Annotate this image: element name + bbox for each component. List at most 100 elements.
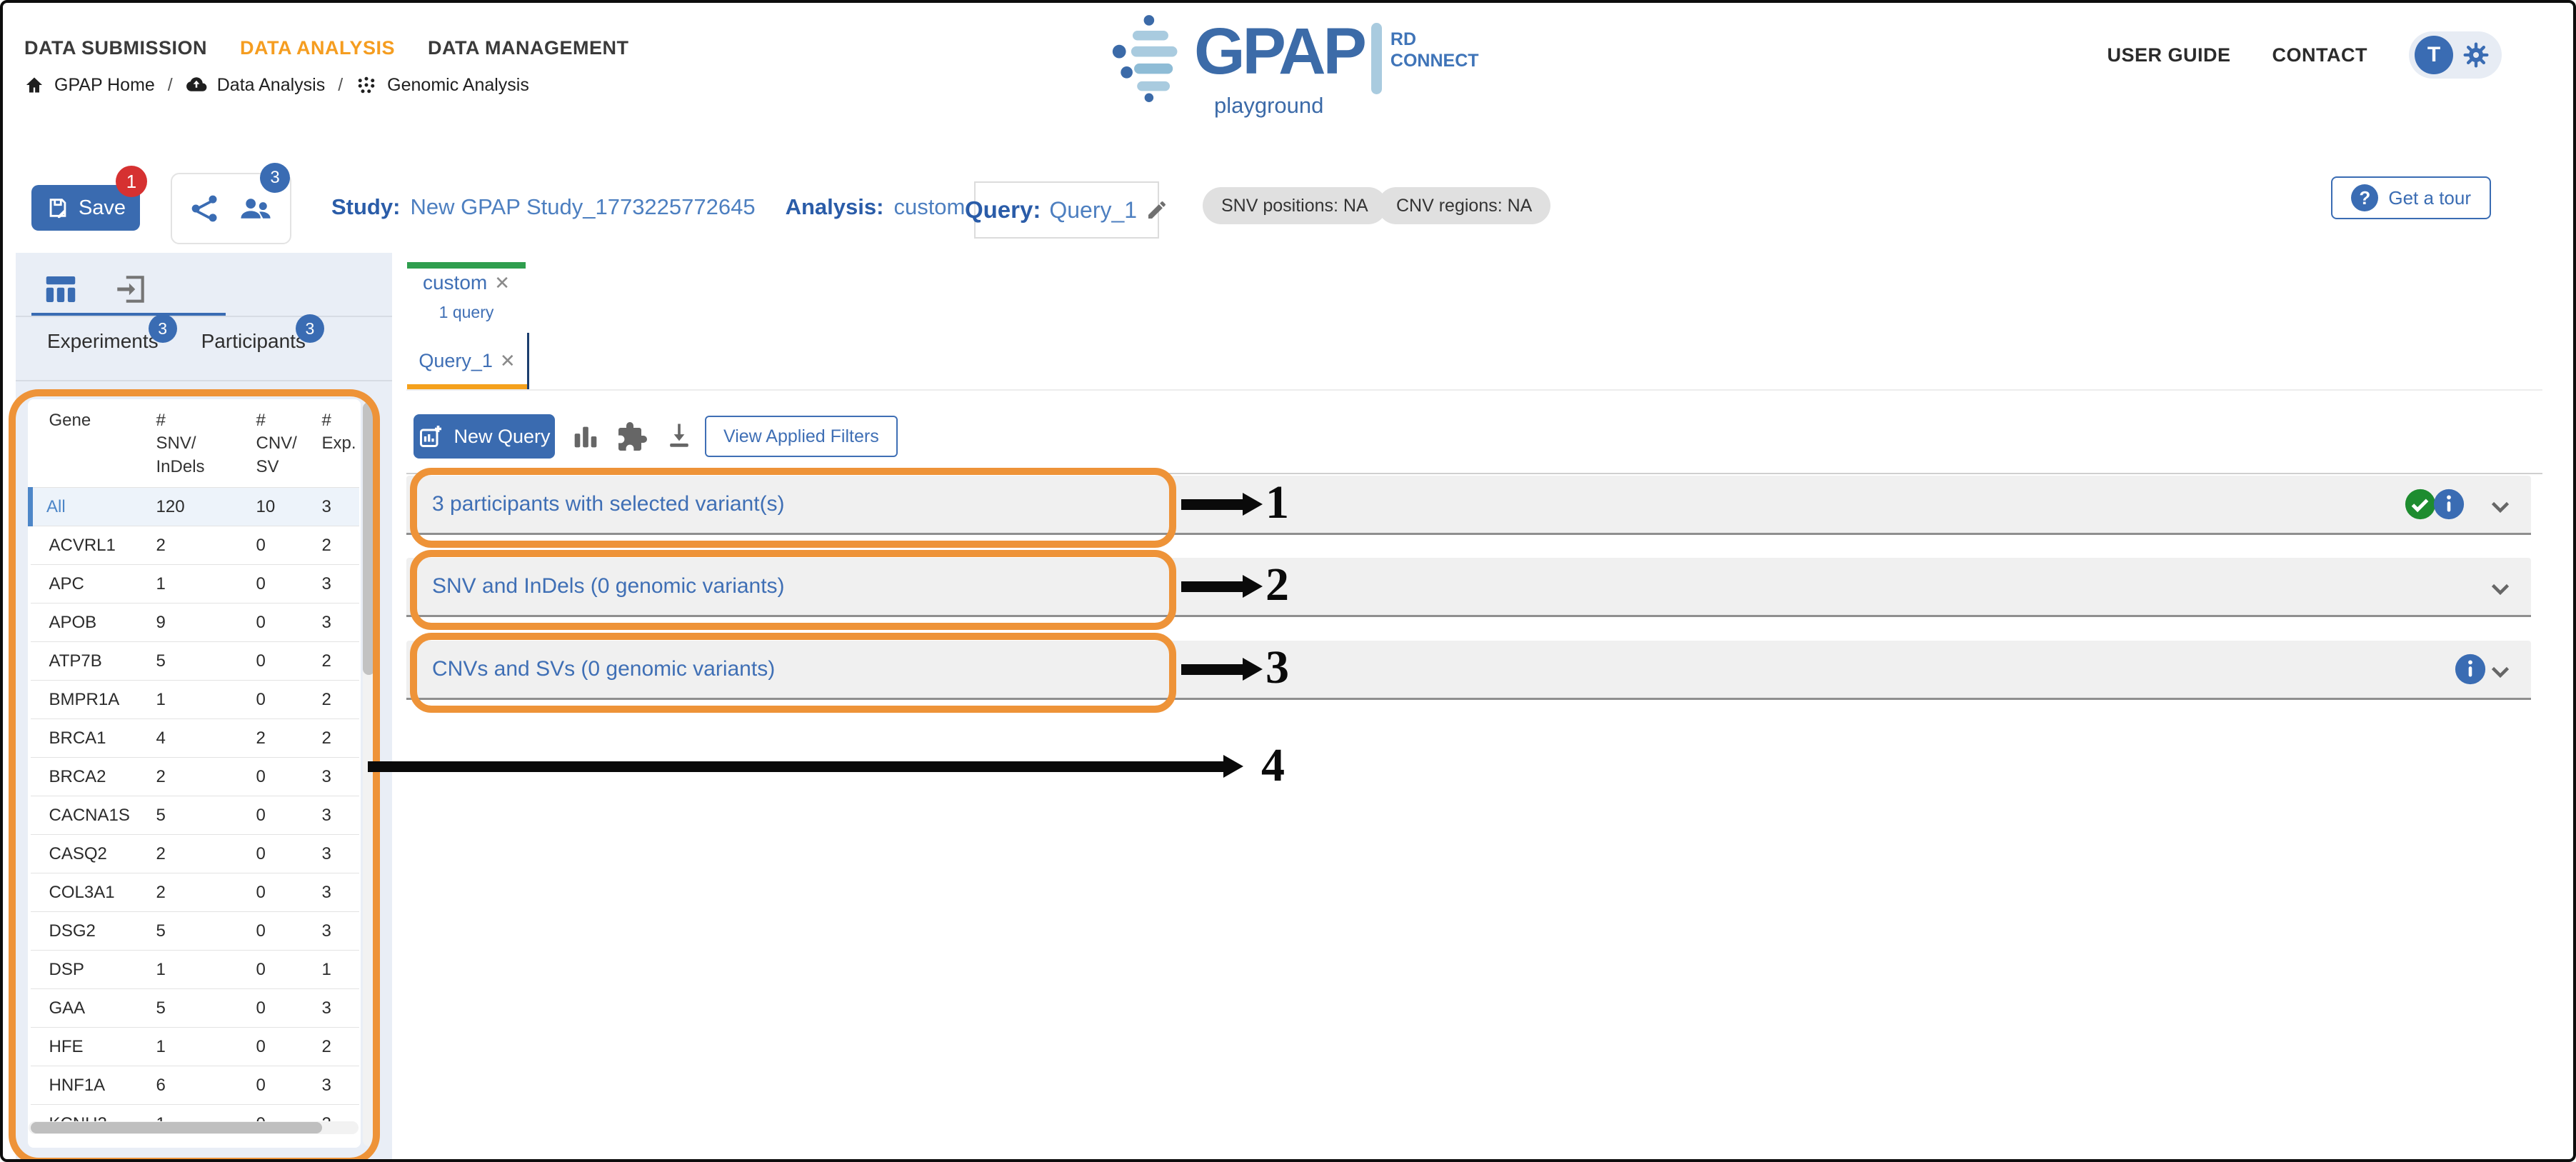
gene-table-cell: 0 [237,757,304,796]
divider [16,316,392,317]
divider [406,473,2542,474]
study-label: Study: [331,194,401,219]
new-query-icon [418,424,443,449]
gene-table-cell: 0 [237,950,304,989]
chevron-down-icon[interactable] [2487,658,2513,684]
view-applied-filters-button[interactable]: View Applied Filters [705,416,898,457]
breadcrumb-separator: / [338,74,344,95]
share-icon[interactable] [189,193,221,224]
study-info: Study: New GPAP Study_1773225772645 Anal… [331,194,965,220]
gene-table-cell: APOB [30,603,138,642]
user-menu[interactable]: T [2409,31,2502,79]
participants-toggle[interactable]: Participants 3 [201,314,324,353]
vertical-scrollbar-thumb[interactable] [363,402,375,675]
tab-analysis-custom[interactable]: custom✕ [422,271,511,294]
gene-table-cell: 1 [137,564,238,603]
close-icon[interactable]: ✕ [494,272,511,294]
experiments-toggle[interactable]: Experiments 3 [47,314,177,353]
gene-table-cell: 0 [237,911,304,951]
table-view-tab-icon[interactable] [41,270,80,309]
accordion-cnv-sv[interactable]: CNVs and SVs (0 genomic variants) [406,641,2531,700]
gene-table-cell: 0 [237,796,304,835]
participants-count-badge: 3 [295,314,324,343]
get-a-tour-button[interactable]: ? Get a tour [2331,176,2491,219]
info-icon[interactable] [2454,653,2487,686]
gene-table-cell: 2 [303,641,359,681]
gene-table-cell: 3 [303,1066,359,1105]
nav-data-submission[interactable]: DATA SUBMISSION [24,37,207,59]
chevron-down-icon[interactable] [2487,494,2513,519]
gene-table-cell: 5 [137,641,238,681]
breadcrumb-gpap-home[interactable]: GPAP Home [54,74,155,95]
gene-table-cell: 0 [237,834,304,873]
annotation-number-1: 1 [1266,476,1289,529]
gear-icon[interactable] [2462,41,2490,69]
gene-table-cell: 2 [237,718,304,758]
user-guide-link[interactable]: USER GUIDE [2107,44,2231,66]
annotation-arrow-4 [368,755,1243,778]
gene-table-cell: 3 [303,757,359,796]
gene-table-cell: BRCA1 [30,718,138,758]
gene-table-cell: 6 [137,1066,238,1105]
avatar[interactable]: T [2415,36,2453,74]
column-header: Gene [49,411,91,430]
gene-table-cell: ACVRL1 [30,526,138,565]
logo-divider-bar [1370,23,1382,94]
gene-table-cell: 0 [237,680,304,719]
tab-query-1[interactable]: Query_1✕ [419,349,516,371]
nav-data-management[interactable]: DATA MANAGEMENT [428,37,629,59]
cloud-upload-icon [186,74,207,96]
gene-table-cell: 2 [303,526,359,565]
gene-table-cell: 3 [303,834,359,873]
gene-table-cell: 2 [137,526,238,565]
breadcrumb-data-analysis[interactable]: Data Analysis [216,74,326,95]
info-icon[interactable] [2432,488,2465,521]
breadcrumb: GPAP Home / Data Analysis / Genomic Anal… [24,74,529,96]
gene-table-cell: 9 [137,603,238,642]
close-icon[interactable]: ✕ [499,349,516,371]
accordion-snv-indels[interactable]: SNV and InDels (0 genomic variants) [406,558,2531,617]
gene-table-cell: DSP [30,950,138,989]
gene-table-cell: 3 [303,911,359,951]
breadcrumb-separator: / [167,74,173,95]
gene-table-cell: CASQ2 [30,834,138,873]
bar-chart-icon[interactable] [569,420,602,453]
edit-pencil-icon[interactable] [1146,199,1168,221]
gene-table-cell: 1 [137,680,238,719]
members-icon[interactable] [239,193,273,224]
contact-link[interactable]: CONTACT [2272,44,2367,66]
new-query-button[interactable]: New Query [414,414,555,459]
accordion-participants[interactable]: 3 participants with selected variant(s) [406,476,2531,535]
nav-data-analysis[interactable]: DATA ANALYSIS [240,37,396,59]
horizontal-scrollbar-thumb[interactable] [31,1122,322,1133]
gene-table-cell: 3 [303,988,359,1028]
save-count-badge: 1 [116,166,147,197]
chevron-down-icon[interactable] [2487,576,2513,601]
gene-table-cell: COL3A1 [30,873,138,912]
accordion-title: SNV and InDels (0 genomic variants) [432,574,785,598]
download-icon[interactable] [663,420,695,451]
exit-view-tab-icon[interactable] [113,271,149,307]
gene-table-cell: 4 [137,718,238,758]
divider [16,380,392,381]
experiments-count-badge: 3 [148,314,177,343]
plugin-puzzle-icon[interactable] [615,420,649,454]
